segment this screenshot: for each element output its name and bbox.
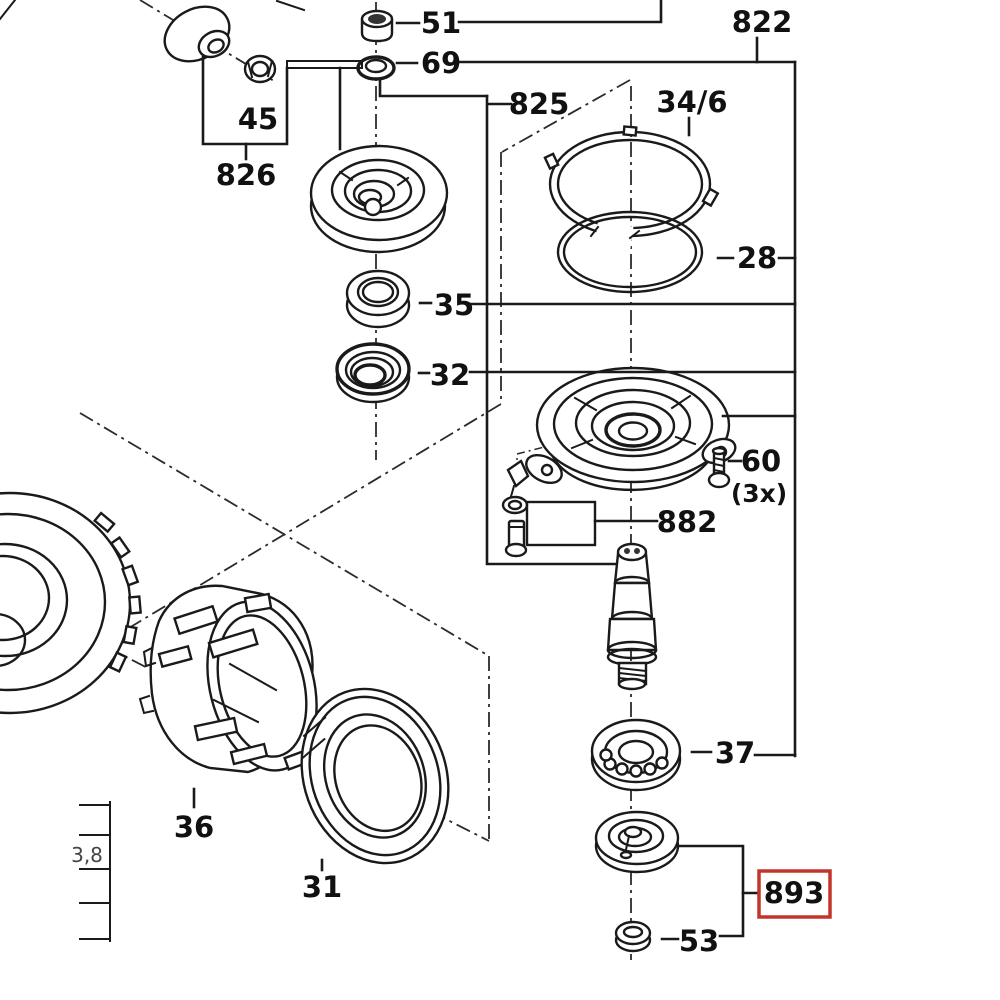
ring-gap: [594, 221, 634, 251]
callout-28: 28: [737, 241, 777, 275]
nut-facets: [246, 59, 274, 79]
part-53-ring: [614, 920, 652, 953]
edge-mark-topleft: [0, 0, 17, 21]
part-60-screw: [707, 446, 731, 489]
bracket-825-top: [378, 78, 489, 98]
housing-left-tabs: [138, 646, 157, 715]
callout-60-qty: (3x): [731, 479, 787, 508]
callout-825: 825: [509, 87, 570, 121]
ring-tab-right: [701, 187, 720, 208]
callout-822: 822: [732, 5, 793, 39]
flange-spokes: [570, 394, 697, 450]
part-37-bearing: [590, 718, 682, 792]
part-grease-fitting: [501, 459, 530, 515]
projection-top-diagonal: [501, 79, 631, 153]
callout-893-highlighted[interactable]: 893: [757, 869, 832, 919]
bracket-825-left: [485, 94, 618, 566]
pulley-notches: [338, 170, 410, 187]
callout-37: 37: [715, 736, 755, 770]
bracket-893: [678, 844, 745, 938]
side-table-rows: [79, 804, 111, 940]
callout-36: 36: [174, 810, 214, 844]
part-31-ring: [300, 687, 450, 865]
callout-34-6: 34/6: [656, 85, 727, 119]
pointer-51-line: [457, 0, 663, 24]
part-34-6-retaining-ring: [543, 125, 720, 251]
part-28-oring: [556, 210, 704, 294]
part-bearing-flange: [525, 366, 737, 491]
callout-53: 53: [679, 924, 719, 958]
labels: 51 69 822 825 34/6 45 826 28 35 32 60 (3…: [71, 5, 832, 958]
callout-32: 32: [430, 358, 470, 392]
part-35-bearing-cup: [345, 269, 411, 329]
callout-60: 60: [741, 444, 781, 478]
projection-diagonal-downright: [79, 412, 490, 657]
edge-mark-top: [275, 0, 306, 12]
gear-hub-arc: [0, 613, 27, 667]
part-pulley-disc: [309, 144, 449, 254]
callout-69: 69: [421, 46, 461, 80]
side-table-value: 3,8: [71, 843, 103, 867]
pointer-lines: [79, 0, 797, 942]
housing-slot-lines: [212, 662, 278, 724]
callout-882: 882: [657, 505, 718, 539]
callout-31: 31: [302, 870, 342, 904]
part-spindle: [606, 542, 658, 691]
projection-diagonal-downleft: [93, 403, 502, 650]
callout-35: 35: [434, 288, 474, 322]
highlight-box-893[interactable]: [757, 869, 832, 919]
callout-45: 45: [238, 102, 278, 136]
part-893-seal: [594, 810, 680, 874]
callout-826: 826: [216, 158, 277, 192]
nut-bore: [250, 60, 270, 78]
flange-skirt: [550, 451, 716, 491]
callout-51: 51: [421, 6, 461, 40]
callout-893[interactable]: 893: [764, 876, 825, 910]
part-32-bearing: [335, 342, 411, 404]
box-882: [525, 500, 597, 547]
ring-gap-ends: [589, 225, 641, 240]
part-51-bushing: [360, 9, 394, 43]
spindle-top: [616, 542, 648, 562]
ring-tab-top: [622, 125, 638, 137]
ring-tab-left: [543, 152, 560, 171]
part-45-bushing: [163, 5, 277, 84]
gear-teeth: [92, 511, 142, 673]
bracket-826-bar: [286, 60, 363, 69]
part-gear-partial: [0, 491, 142, 715]
part-36-housing: [138, 584, 318, 774]
fitting-head: [506, 459, 530, 488]
side-table: [79, 801, 111, 942]
pulley-pin: [363, 197, 383, 217]
part-pin: [504, 519, 528, 558]
part-69-ring: [356, 55, 396, 81]
